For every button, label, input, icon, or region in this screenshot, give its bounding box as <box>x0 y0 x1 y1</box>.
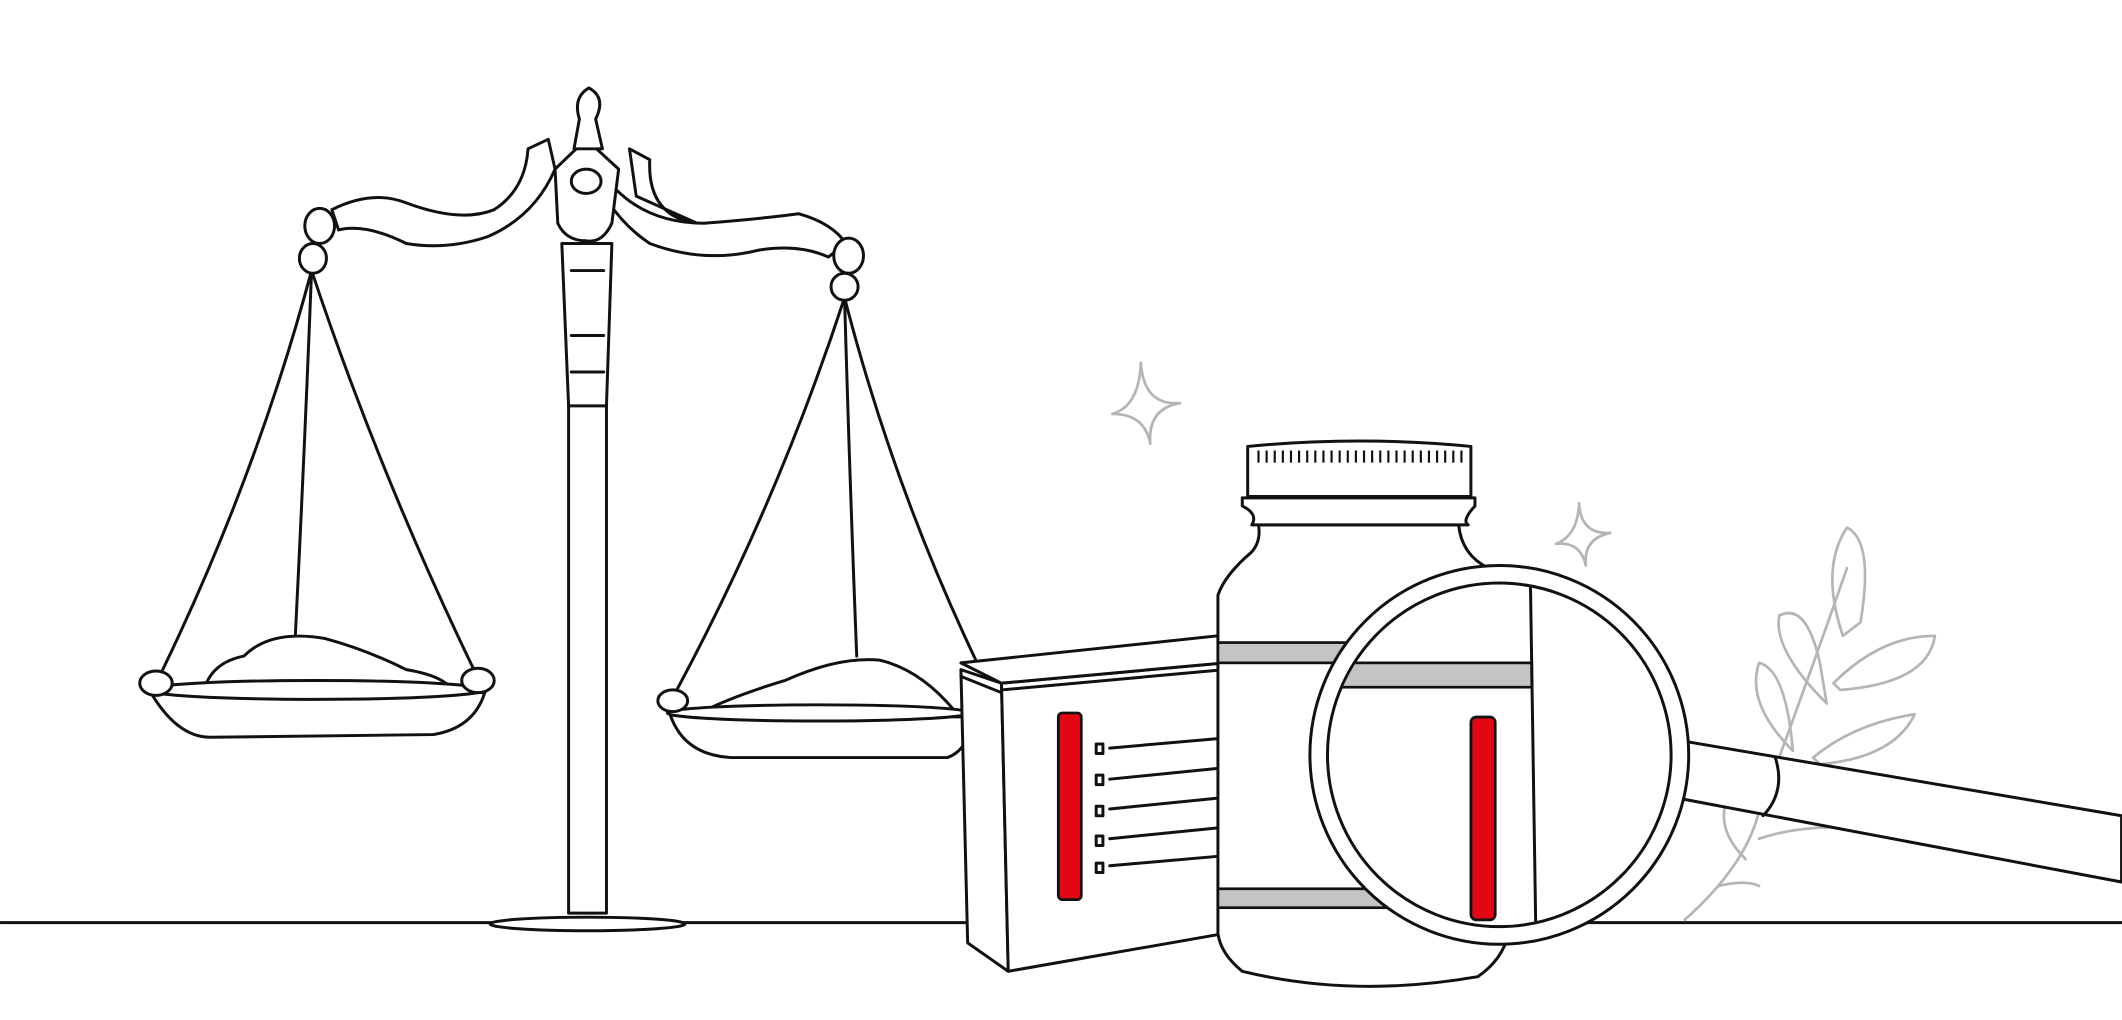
sparkle-icon <box>1111 361 1182 446</box>
sparkle-icon <box>1554 501 1612 567</box>
red-indicator <box>1056 711 1083 901</box>
balance-scale-icon <box>138 86 979 933</box>
red-indicator-magnified <box>1469 715 1497 922</box>
magnifying-glass-icon <box>1308 563 2122 946</box>
medicine-box-icon <box>959 634 1227 973</box>
leaf-branch-icon <box>1683 526 1937 922</box>
